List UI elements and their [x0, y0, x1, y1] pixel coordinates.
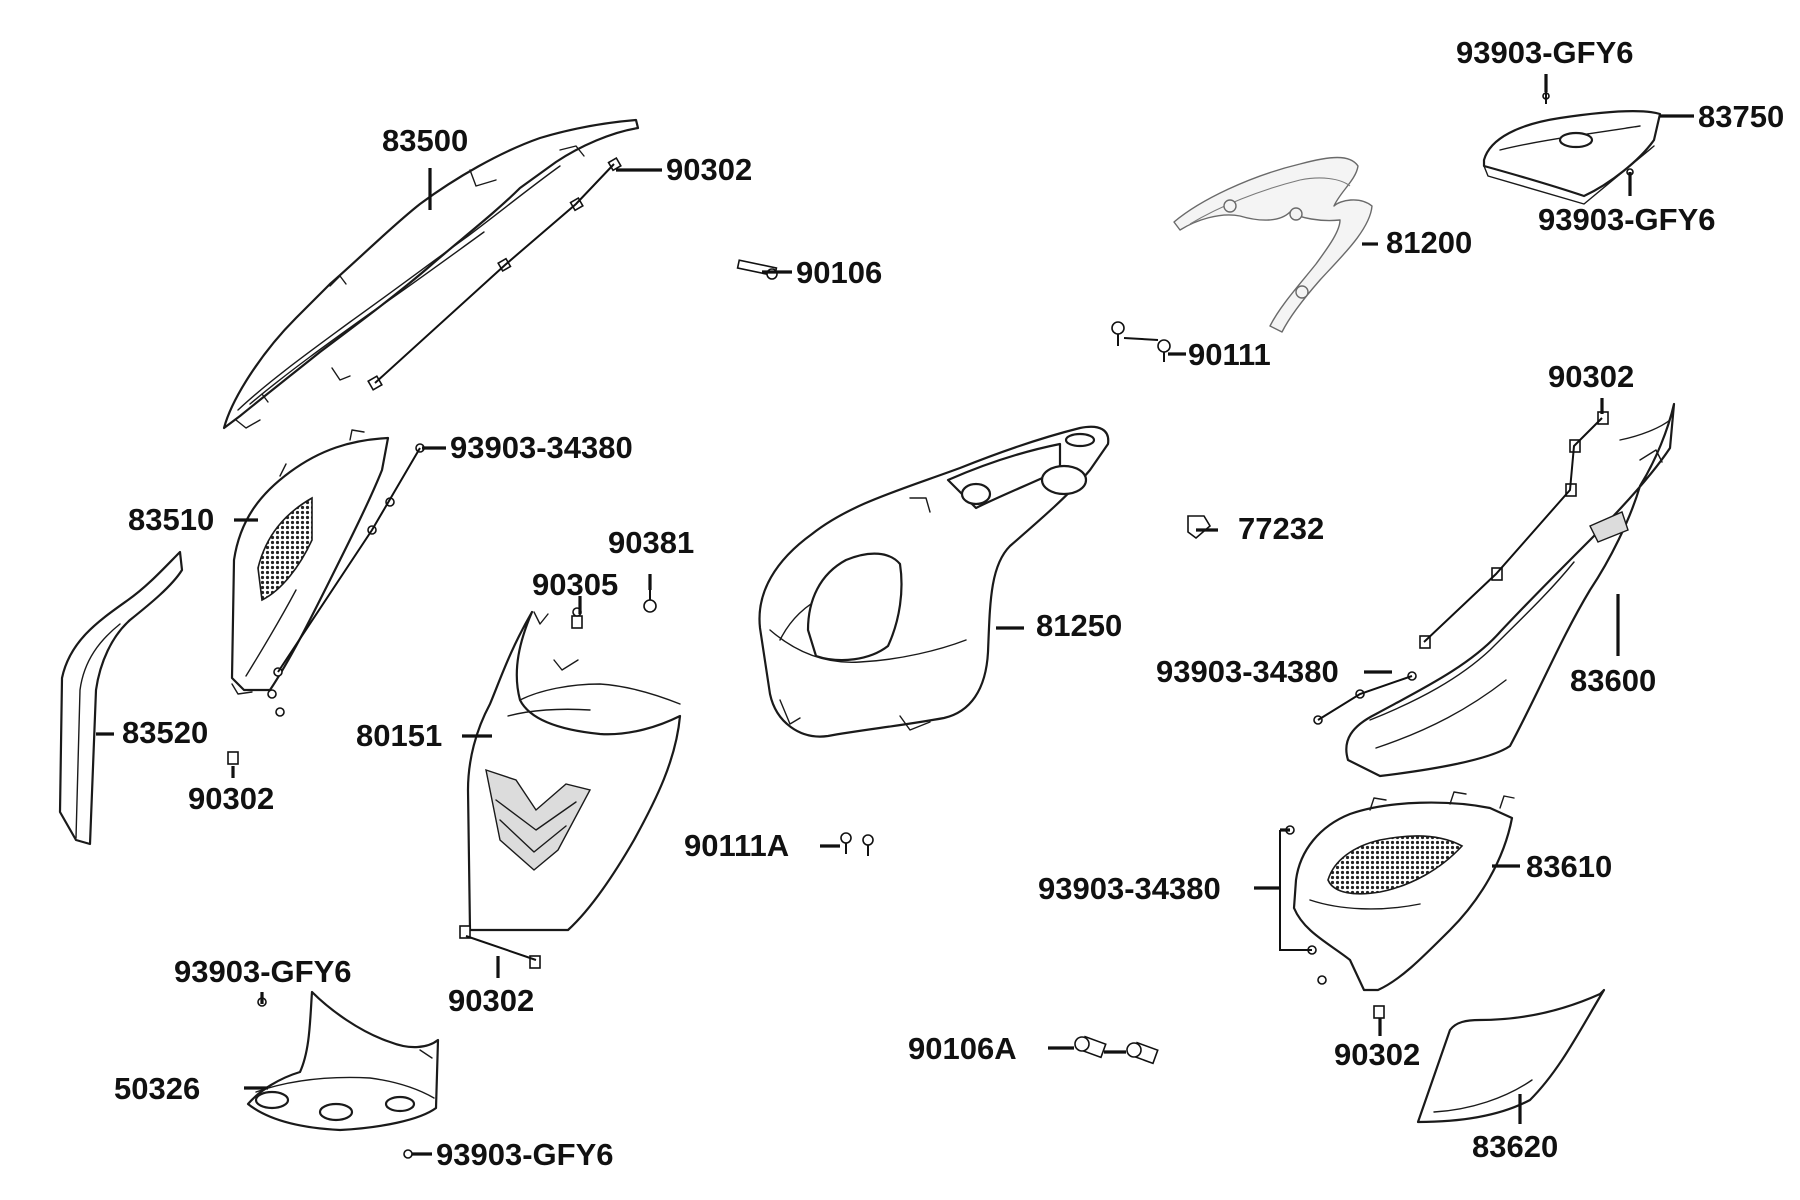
part-number-83510: 83510: [128, 502, 215, 537]
part-number-93903-34380-right: 93903-34380: [1156, 654, 1339, 689]
part-number-90111: 90111: [1188, 337, 1271, 372]
part-83600-drawing: [1313, 402, 1676, 778]
part-number-90381: 90381: [608, 525, 695, 560]
part-number-90302-lower-right: 90302: [1334, 1037, 1421, 1072]
leader-lines: [96, 74, 1694, 1156]
part-83510-drawing: [230, 429, 425, 717]
part-number-83600: 83600: [1570, 663, 1657, 698]
part-number-83620: 83620: [1472, 1129, 1559, 1164]
part-83520-drawing: [58, 550, 239, 846]
part-80151-drawing: [459, 610, 682, 969]
part-number-93903-gfy6-bottom: 93903-GFY6: [436, 1137, 614, 1172]
part-number-90106A: 90106A: [908, 1031, 1017, 1066]
part-number-90106: 90106: [796, 255, 883, 290]
part-number-90305: 90305: [532, 567, 619, 602]
part-83610-drawing: [1285, 791, 1515, 1019]
part-81250-drawing: [758, 425, 1110, 738]
part-number-90111A: 90111A: [684, 828, 790, 863]
part-50326-drawing: [246, 990, 440, 1159]
part-number-80151: 80151: [356, 718, 443, 753]
part-number-93903-gfy6-upper-right: 93903-GFY6: [1538, 202, 1716, 237]
part-90111-drawing: [1111, 321, 1171, 362]
part-number-90302-top: 90302: [666, 152, 753, 187]
part-number-83500: 83500: [382, 123, 469, 158]
part-number-83610: 83610: [1526, 849, 1613, 884]
part-90111A-drawing: [840, 832, 874, 856]
part-83500-drawing: [222, 118, 640, 430]
part-number-90302-center: 90302: [448, 983, 535, 1018]
part-number-93903-34380-lower: 93903-34380: [1038, 871, 1221, 906]
part-number-93903-gfy6-left: 93903-GFY6: [174, 954, 352, 989]
part-81200-drawing: [1173, 156, 1373, 333]
part-number-81200: 81200: [1386, 225, 1473, 260]
part-number-90302-left: 90302: [188, 781, 275, 816]
part-number-50326: 50326: [114, 1071, 201, 1106]
part-number-90302-right: 90302: [1548, 359, 1635, 394]
part-77232-drawing: [1187, 515, 1212, 540]
part-90106A-drawing: [1074, 1035, 1159, 1065]
part-83620-drawing: [1416, 988, 1606, 1124]
part-number-81250: 81250: [1036, 608, 1123, 643]
part-90106-drawing: [736, 259, 778, 280]
part-number-93903-gfy6-top: 93903-GFY6: [1456, 35, 1634, 70]
part-number-77232: 77232: [1238, 511, 1325, 546]
part-number-93903-34380-left: 93903-34380: [450, 430, 633, 465]
part-number-83750: 83750: [1698, 99, 1785, 134]
part-83750-drawing: [1482, 90, 1662, 205]
part-number-83520: 83520: [122, 715, 209, 750]
